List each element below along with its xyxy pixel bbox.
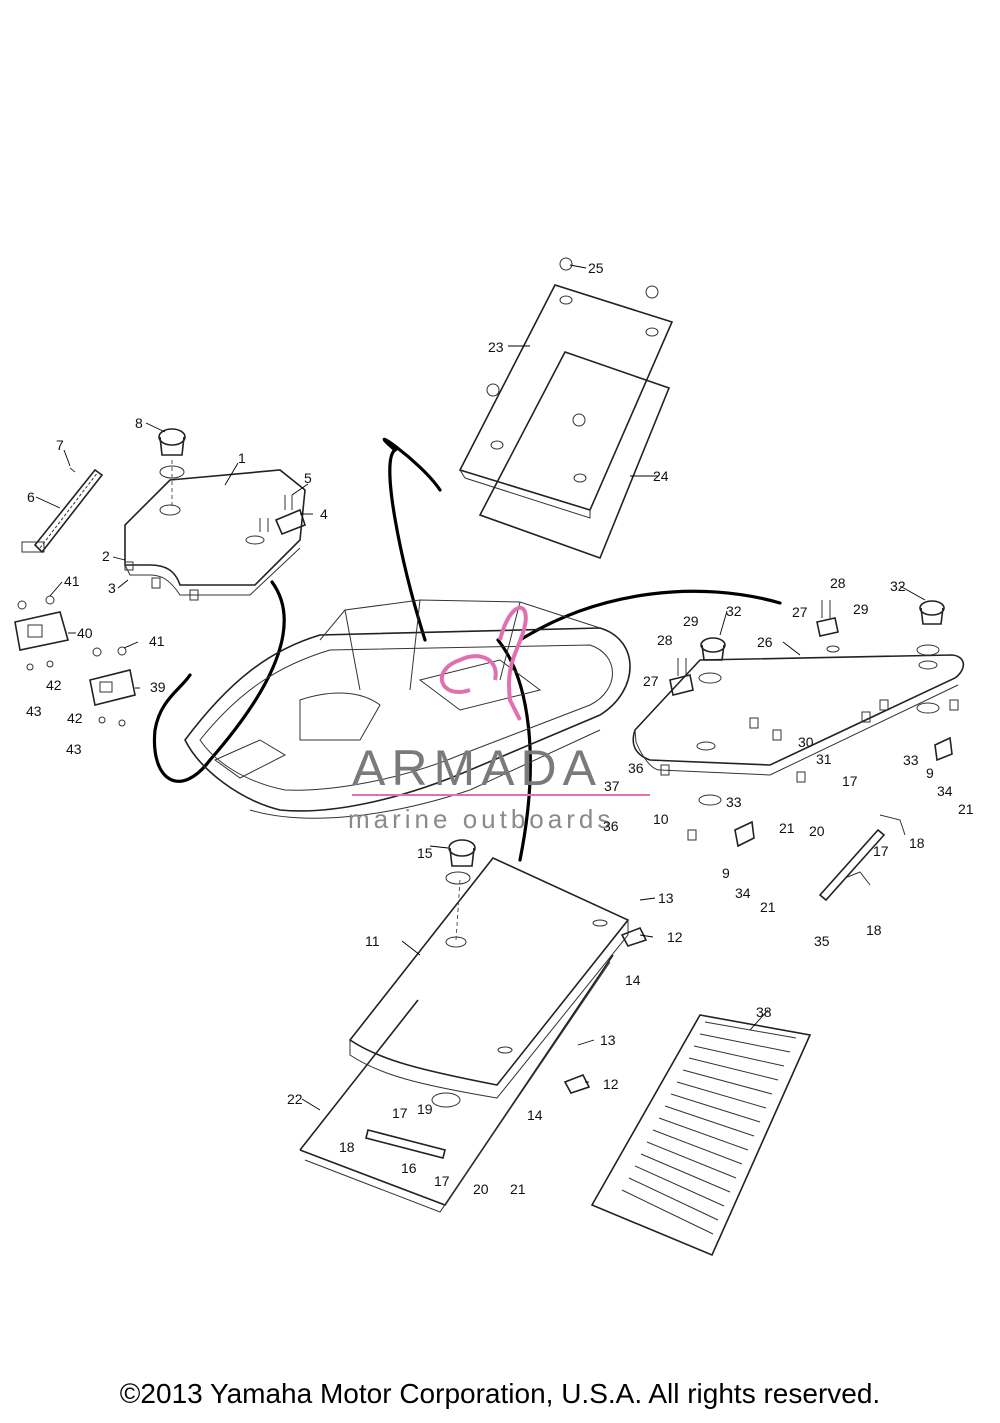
long-seat-cushion	[632, 645, 965, 776]
callout-10: 10	[653, 811, 669, 827]
hinges-right	[669, 600, 839, 696]
callout-34: 34	[735, 885, 751, 901]
watermark-title: ARMADA	[352, 740, 602, 796]
callout-28: 28	[657, 632, 673, 648]
callout-42: 42	[46, 677, 62, 693]
callout-20b: 20	[809, 823, 825, 839]
hinge-plate-front	[259, 495, 306, 536]
callout-8: 8	[135, 415, 143, 431]
callout-31: 31	[816, 751, 832, 767]
callout-14b: 14	[527, 1107, 543, 1123]
callout-29b: 29	[853, 601, 869, 617]
callout-32: 32	[726, 603, 742, 619]
callout-9b: 9	[722, 865, 730, 881]
callout-34b: 34	[937, 783, 953, 799]
callout-25: 25	[588, 260, 604, 276]
callout-33: 33	[903, 752, 919, 768]
callout-21d: 21	[958, 801, 974, 817]
callout-20: 20	[473, 1181, 489, 1197]
callout-12: 12	[667, 929, 683, 945]
cable-lines	[152, 437, 782, 862]
callout-28b: 28	[830, 575, 846, 591]
callout-16: 16	[401, 1160, 417, 1176]
callout-17d: 17	[873, 843, 889, 859]
callout-14: 14	[625, 972, 641, 988]
cup-holder-front	[158, 428, 186, 508]
callout-41: 41	[64, 573, 80, 589]
watermark: ARMADA marine outboards	[348, 605, 650, 834]
leader-lines	[35, 264, 926, 1111]
callout-labels: 1 2 3 4 5 6 7 8 9 9 10 11 12 12 13 13 14…	[26, 260, 974, 1197]
callout-37: 37	[604, 778, 620, 794]
callout-42b: 42	[67, 710, 83, 726]
callout-29: 29	[683, 613, 699, 629]
callout-9: 9	[926, 765, 934, 781]
callout-26: 26	[757, 634, 773, 650]
callout-7: 7	[56, 437, 64, 453]
storage-lid-top	[458, 257, 674, 560]
callout-18c: 18	[866, 922, 882, 938]
boat-hull	[184, 599, 631, 819]
latch-assembly	[14, 595, 136, 727]
grab-strap	[21, 467, 104, 554]
lid-brackets	[563, 736, 953, 1094]
callout-17b: 17	[434, 1173, 450, 1189]
callout-6: 6	[27, 489, 35, 505]
callout-27: 27	[643, 673, 659, 689]
callout-36: 36	[628, 760, 644, 776]
callout-30: 30	[798, 734, 814, 750]
callout-35: 35	[814, 933, 830, 949]
cup-holders-right	[698, 600, 945, 806]
callout-22: 22	[287, 1091, 303, 1107]
callout-11: 11	[365, 933, 380, 949]
callout-18: 18	[339, 1139, 355, 1155]
callout-43: 43	[26, 703, 42, 719]
callout-33b: 33	[726, 794, 742, 810]
callout-38: 38	[756, 1004, 772, 1020]
callout-1: 1	[238, 450, 246, 466]
callout-43b: 43	[66, 741, 82, 757]
callout-17: 17	[392, 1105, 408, 1121]
callout-19: 19	[417, 1101, 433, 1117]
bumper-fasteners	[124, 561, 959, 841]
callout-2: 2	[102, 548, 110, 564]
callout-21: 21	[510, 1181, 526, 1197]
floor-mat	[590, 1014, 812, 1257]
callout-4: 4	[320, 506, 328, 522]
callout-40: 40	[77, 625, 93, 641]
callout-27b: 27	[792, 604, 808, 620]
callout-36b: 36	[603, 818, 619, 834]
callout-15: 15	[417, 845, 433, 861]
callout-24: 24	[653, 468, 669, 484]
copyright-notice: ©2013 Yamaha Motor Corporation, U.S.A. A…	[119, 1378, 881, 1409]
callout-3: 3	[108, 580, 116, 596]
rear-storage-lid	[299, 857, 630, 1213]
callout-21c: 21	[760, 899, 776, 915]
callout-39: 39	[150, 679, 166, 695]
callout-18b: 18	[909, 835, 925, 851]
gas-struts	[365, 814, 906, 1159]
watermark-subtitle: marine outboards	[348, 804, 614, 834]
callout-32b: 32	[890, 578, 906, 594]
callout-41b: 41	[149, 633, 165, 649]
front-seat-cushion	[124, 469, 306, 596]
callout-13: 13	[658, 890, 674, 906]
callout-23: 23	[488, 339, 504, 355]
callout-12b: 12	[603, 1076, 619, 1092]
callout-21b: 21	[779, 820, 795, 836]
cup-holder-center	[445, 839, 476, 885]
callout-17c: 17	[842, 773, 858, 789]
callout-13b: 13	[600, 1032, 616, 1048]
callout-5: 5	[304, 470, 312, 486]
